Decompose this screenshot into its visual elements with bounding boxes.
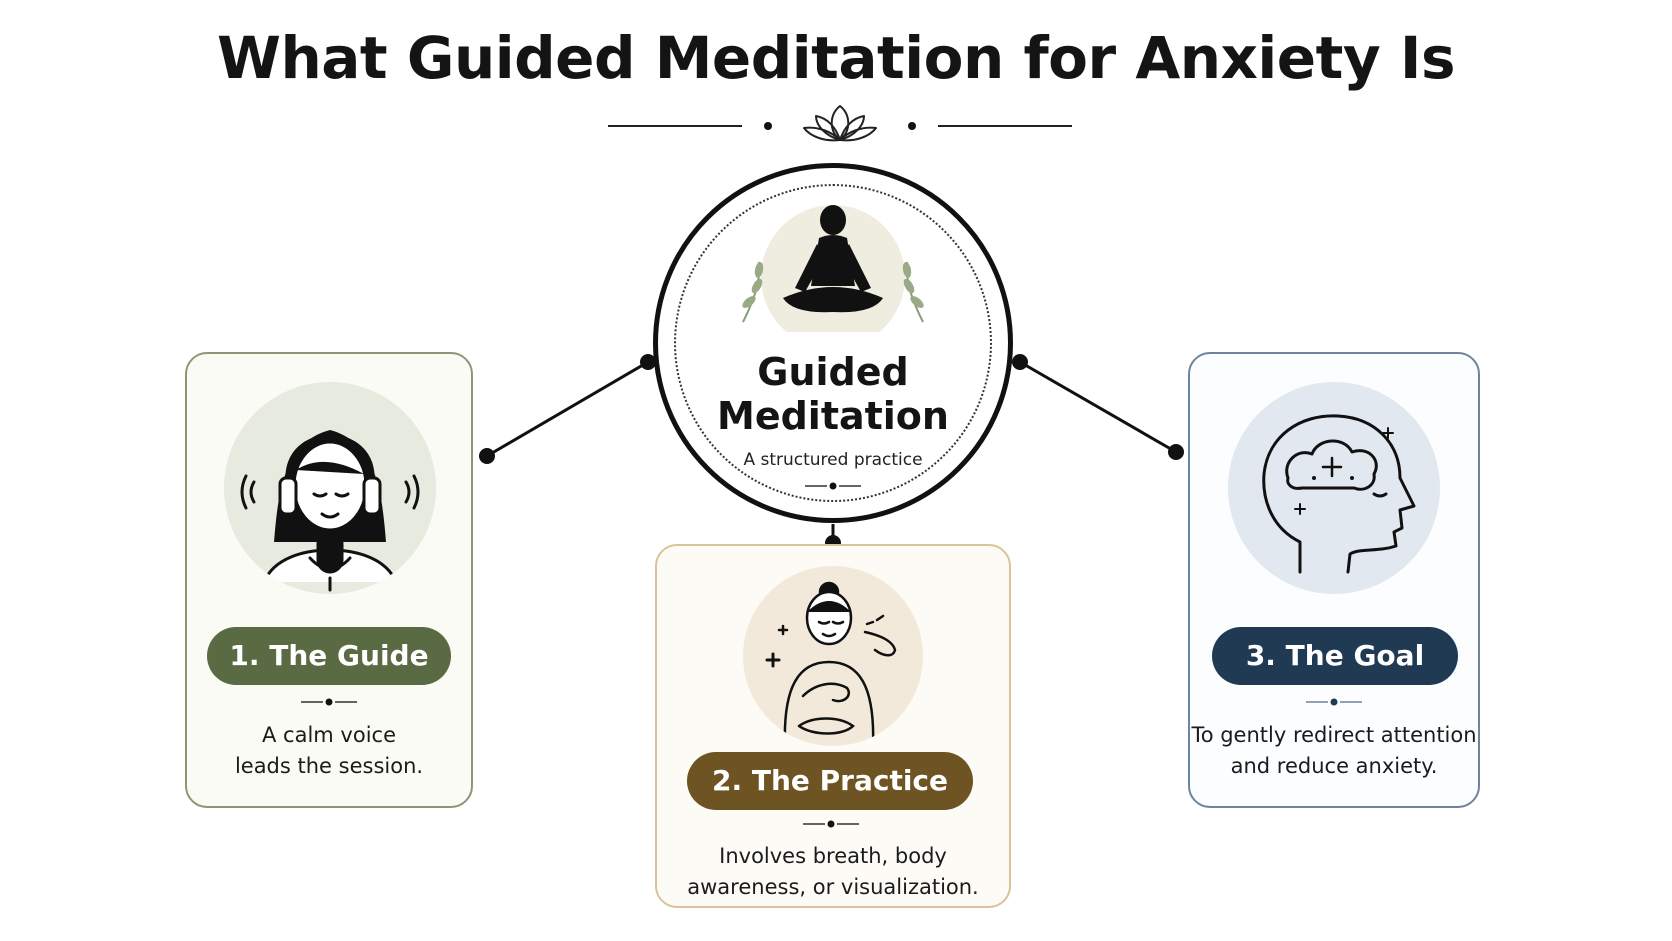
goal-description-line-2: and reduce anxiety. [1230,754,1438,778]
goal-description: To gently redirect attention and reduce … [1190,720,1478,782]
hub-divider [805,482,861,490]
guide-label: 1. The Guide [207,627,451,685]
practice-description-line-1: Involves breath, body [719,844,947,868]
hub-title: Guided Meditation [658,350,1008,438]
guide-description-line-2: leads the session. [234,754,424,778]
head-profile-cloud-icon [1262,414,1416,574]
title-ornament [608,105,1072,142]
woman-headphones-microphone-icon [240,430,420,592]
practice-description-line-2: awareness, or visualization. [687,875,979,899]
meditating-person-icon [742,205,924,332]
goal-illustration [1228,382,1440,594]
hub-dotted-ring [674,184,992,502]
guide-illustration [224,382,436,594]
guide-divider [301,698,357,706]
page-title: What Guided Meditation for Anxiety Is [217,24,1455,92]
center-hub: Guided Meditation A structured practice [653,163,1013,523]
practice-description: Involves breath, body awareness, or visu… [657,841,1009,903]
goal-description-line-1: To gently redirect attention [1191,723,1477,747]
lotus-icon [803,105,877,142]
guide-description-line-1: A calm voice [262,723,396,747]
card-goal: 3. The Goal To gently redirect attention… [1188,352,1480,808]
card-guide: 1. The Guide A calm voice leads the sess… [185,352,473,808]
goal-divider [1306,698,1362,706]
card-practice: 2. The Practice Involves breath, body aw… [655,544,1011,908]
hub-subtitle: A structured practice [743,450,923,470]
hub-title-line-2: Meditation [717,394,949,438]
practice-illustration [743,566,923,746]
breathing-person-icon [765,581,897,746]
guide-description: A calm voice leads the session. [187,720,471,782]
practice-divider [803,820,859,828]
goal-label: 3. The Goal [1212,627,1458,685]
practice-label: 2. The Practice [687,752,973,810]
hub-title-line-1: Guided [757,350,909,394]
